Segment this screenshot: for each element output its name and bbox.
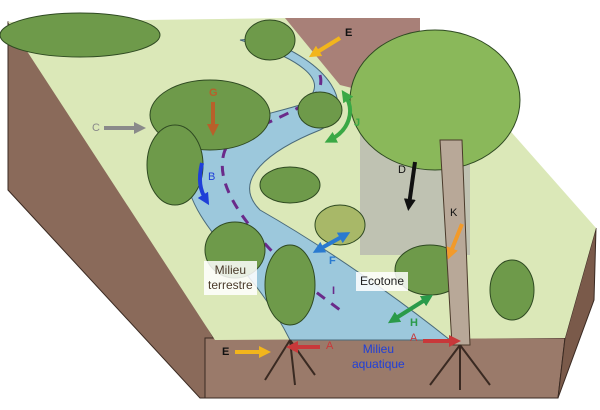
arrow-h — [387, 294, 434, 324]
arrow-e-top — [308, 36, 342, 58]
label-f: F — [329, 255, 336, 267]
zone-aquatic: Milieu aquatique — [348, 340, 409, 374]
label-k: K — [450, 207, 458, 219]
zone-aquatic-line1: Milieu — [362, 342, 395, 356]
zone-terrestrial-line2: terrestre — [208, 278, 253, 292]
label-g: G — [209, 87, 218, 99]
arrow-k — [446, 223, 464, 260]
zone-terrestrial-line1: Milieu — [214, 263, 247, 277]
label-e-top: E — [345, 27, 353, 39]
zone-terrestrial: Milieu terrestre — [204, 261, 257, 295]
zone-aquatic-line2: aquatique — [352, 357, 405, 371]
label-a-left: A — [326, 340, 334, 352]
right-soil-face — [557, 227, 597, 399]
flow-line — [220, 74, 341, 312]
terrain-block — [0, 12, 597, 399]
label-a-right: A — [410, 332, 418, 344]
label-i: I — [332, 285, 336, 297]
tree-roots — [264, 339, 491, 390]
arrow-j — [324, 90, 354, 143]
arrows — [104, 36, 464, 358]
arrow-f — [312, 232, 351, 253]
label-d: D — [398, 164, 406, 176]
label-c: C — [92, 122, 100, 134]
label-j: J — [354, 117, 361, 129]
label-h: H — [410, 317, 418, 329]
zone-ecotone: Ecotone — [356, 272, 409, 291]
label-b: B — [208, 171, 216, 183]
label-e-bottom: E — [222, 346, 230, 358]
arrow-b — [197, 162, 210, 206]
arrow-d — [403, 161, 417, 211]
